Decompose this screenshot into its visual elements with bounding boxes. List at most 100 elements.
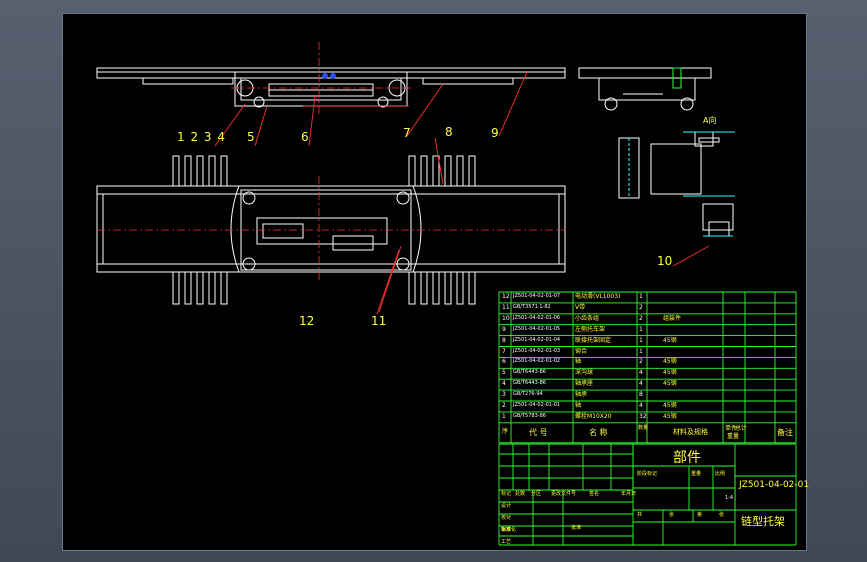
bom-material: 45钢	[663, 369, 677, 377]
bom-header-unit-weight: 单件	[725, 424, 738, 432]
approve-label: 批准	[571, 525, 582, 531]
sign-label: 校对	[501, 515, 512, 521]
bom-header-total-weight: 总计	[735, 424, 748, 432]
bom-material: 45钢	[663, 380, 677, 388]
sign-label: 设计	[501, 503, 512, 509]
bom-header-remark: 备注	[777, 427, 793, 437]
bom-name: 铆合	[575, 347, 588, 355]
bom-code: JZ501-04-02-01-05	[513, 325, 561, 332]
bom-name: 轴承座	[575, 380, 594, 388]
bom-material: 45钢	[663, 402, 677, 409]
bom-code: JZ501-04-02-01-06	[513, 314, 561, 321]
elevation-carriage	[234, 71, 408, 107]
callout-6: 6	[301, 130, 309, 144]
bom-qty: 32	[639, 412, 647, 420]
callout-7: 7	[403, 126, 411, 140]
bom-seq: 5	[502, 369, 506, 377]
bom-material: 45钢	[663, 358, 677, 366]
bom-name: 电动滑(VL1003)	[575, 293, 621, 300]
bom-header-name: 名 称	[589, 427, 608, 437]
bom-seq: 6	[502, 358, 506, 366]
bom-name: 深沟球	[575, 369, 594, 377]
bom-header-weight: 重量	[727, 432, 740, 440]
callout-leaders	[214, 71, 710, 315]
stage-label: 阶段标记	[637, 471, 658, 477]
bom-code: JZ501-04-02-01-03	[513, 347, 561, 354]
bom-code: GB/T6443-86	[513, 380, 546, 387]
bom-seq: 11	[502, 303, 510, 311]
section-detail	[618, 131, 735, 237]
bom-qty: 4	[639, 380, 643, 388]
revision-col-label: 处数	[515, 491, 526, 497]
bom-header-qty: 数量	[638, 424, 649, 431]
bom-qty: 4	[639, 369, 643, 377]
bom-seq: 10	[502, 314, 510, 322]
bom-code: GB/T3571.1-82	[513, 303, 551, 310]
callout-8: 8	[445, 125, 453, 139]
centerlines-plan	[97, 176, 565, 282]
bom-seq: 9	[502, 325, 506, 333]
bom-qty: 1	[639, 347, 643, 355]
rail-comb-right	[408, 155, 476, 305]
scale-label: 比例	[715, 471, 726, 477]
callout-10: 10	[657, 254, 673, 268]
callout-9: 9	[491, 126, 499, 140]
sign-label: 工艺	[501, 539, 512, 545]
bom-material: 45钢	[663, 412, 677, 420]
bom-qty: 1	[639, 336, 643, 344]
bom-seq: 2	[502, 402, 506, 409]
bom-qty: 2	[639, 358, 643, 366]
bom-code: GB/T276-94	[513, 391, 543, 398]
sheet-index-unit: 张	[719, 512, 725, 518]
bom-seq: 4	[502, 380, 506, 388]
bom-header-material: 材料及规格	[673, 427, 708, 436]
scale-value: 1:4	[725, 495, 734, 501]
bom-qty: 1	[639, 293, 643, 300]
revision-col-label: 签名	[589, 491, 600, 497]
bom-qty: 2	[639, 314, 643, 322]
drawing-name: 链型托架	[741, 515, 785, 528]
revision-col-label: 更改文件号	[551, 491, 577, 497]
sheet-total-unit: 张	[669, 512, 675, 518]
plan-view	[96, 185, 566, 273]
bom-seq: 1	[502, 412, 506, 420]
bom-code: JZ501-04-02-01-02	[513, 358, 561, 365]
bom-qty: 4	[639, 402, 643, 409]
side-view	[578, 67, 712, 111]
rail-comb-left	[172, 155, 228, 305]
bom-material: 45钢	[663, 336, 677, 344]
bom-seq: 12	[502, 293, 510, 300]
callout-11: 11	[371, 314, 387, 328]
bom-header-seq: 序	[502, 427, 509, 435]
callout-1-4: 1 2 3 4	[177, 130, 226, 144]
bom-seq: 3	[502, 391, 506, 399]
bom-name: 左侧托车架	[575, 325, 606, 333]
bom-code: JZ501-04-02-01-01	[513, 402, 561, 408]
centerlines-elevation	[231, 42, 411, 114]
sign-label: 审核	[501, 527, 512, 533]
weight-label: 重量	[691, 471, 702, 477]
callout-12: 12	[299, 314, 315, 328]
bom-code: GB/T6443-86	[513, 369, 546, 376]
bom-name: 轴	[575, 358, 582, 366]
doc-type: 部件	[673, 450, 701, 466]
bom-name: 小齿条组	[575, 314, 600, 322]
bom-seq: 8	[502, 336, 506, 344]
bom-name: V带	[575, 303, 586, 311]
cad-drawing	[96, 42, 797, 546]
bom-table	[498, 291, 797, 444]
bom-qty: 8	[639, 391, 643, 399]
bom-code: JZ501-04-02-01-04	[513, 336, 561, 343]
revision-col-label: 分区	[531, 491, 542, 497]
callout-5: 5	[247, 130, 255, 144]
detail-view-label: A向	[703, 116, 717, 125]
revision-col-label: 标记	[501, 491, 512, 497]
bom-material: 组装件	[663, 314, 682, 322]
standardization-label: 标准化	[501, 527, 517, 533]
bom-name: 轴承	[575, 391, 588, 399]
revision-col-label: 年月日	[621, 491, 637, 497]
sheet-total-label: 共	[637, 512, 643, 518]
bom-qty: 1	[639, 325, 643, 333]
